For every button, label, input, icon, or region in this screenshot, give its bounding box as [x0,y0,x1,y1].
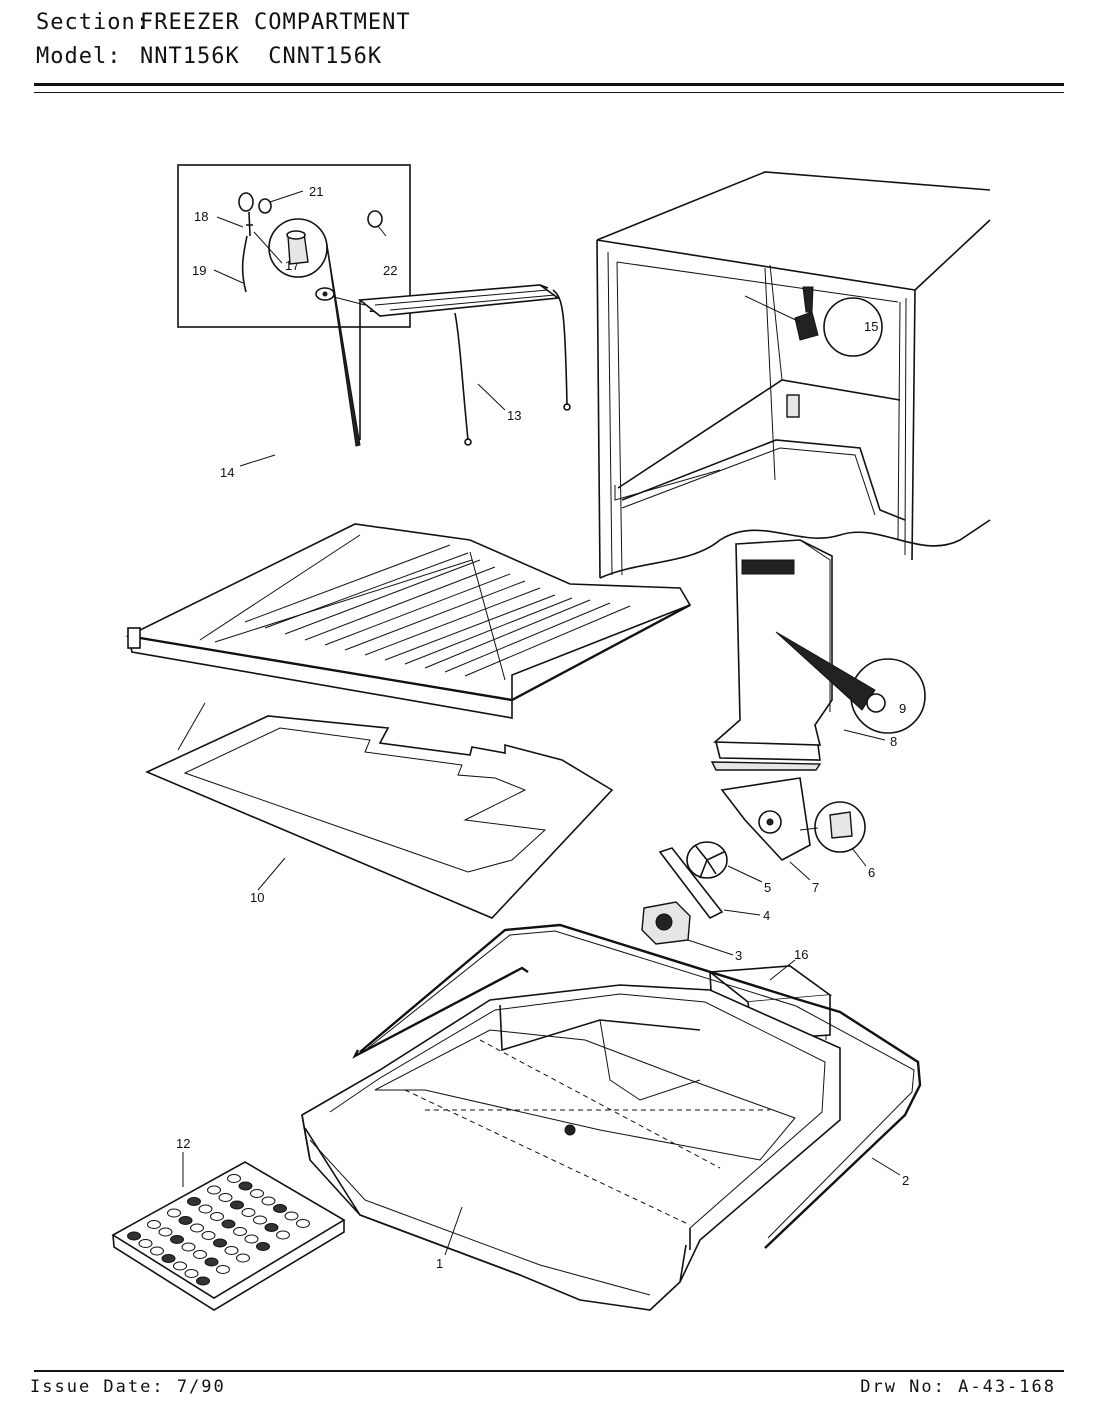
callout-10: 10 [250,890,264,905]
ice-tray-cells [127,1174,310,1286]
header-rule-thin [34,92,1064,93]
callout-7: 7 [812,880,819,895]
ice-cell [170,1235,184,1244]
ice-cell [253,1215,267,1225]
ice-cell [190,1223,204,1233]
ice-cell [216,1265,230,1274]
section-row: Section:FREEZER COMPARTMENT [36,10,411,35]
ice-cell [256,1242,270,1251]
part-11-shelf: 11 [125,523,692,773]
ice-cell [221,1219,236,1229]
part-4-bracket [658,847,724,920]
callout-12: 12 [176,1136,190,1151]
ice-cell [276,1230,290,1240]
ice-cell [193,1250,207,1259]
ice-cell [236,1253,250,1263]
model-value: NNT156K CNNT156K [140,44,383,69]
ice-cell [244,1234,259,1244]
ice-cell [201,1231,216,1240]
ice-cell [284,1211,299,1221]
ice-cell [230,1200,244,1210]
part-1-pan: 1 [301,984,841,1311]
ice-cell [158,1227,173,1237]
ice-cell [207,1185,221,1195]
callout-3: 3 [735,948,742,963]
ice-cell [178,1216,193,1225]
ice-cell [181,1242,196,1252]
fan-motor-assembly: 5 4 3 [641,841,771,963]
bulb-socket-part [238,192,383,301]
part-7-bracket: 7 6 [720,777,875,895]
ice-cell [167,1208,181,1218]
freezer-cabinet: 15 [596,171,991,579]
ice-cell [273,1204,287,1213]
ice-cell [138,1239,153,1248]
ice-cell [233,1227,247,1236]
callout-14: 14 [220,465,234,480]
part-8-duct: 8 9 [710,539,926,771]
callout-22: 22 [383,263,397,278]
ice-cell [224,1246,239,1255]
drawing-number: Drw No: A-43-168 [860,1377,1056,1397]
model-row: Model: NNT156K CNNT156K [36,44,382,69]
part-14-grommet: 14 [220,218,361,480]
ice-cell [250,1189,264,1198]
section-label: Section: [36,10,150,35]
callout-2: 2 [902,1173,909,1188]
callout-13: 13 [507,408,521,423]
part-13-cover: 13 [357,284,571,446]
callout-15: 15 [864,319,878,334]
footer-rule [34,1370,1064,1372]
header-rule-thick [34,83,1064,86]
issue-date: Issue Date: 7/90 [30,1377,226,1397]
ice-cell [296,1219,310,1228]
callout-21: 21 [309,184,323,199]
callout-8: 8 [890,734,897,749]
ice-cell [238,1181,253,1191]
ice-cell [264,1223,279,1232]
ice-cell [161,1254,176,1263]
ice-cell [210,1212,224,1221]
ice-cell [261,1196,276,1206]
ice-cell [241,1208,256,1217]
callout-1: 1 [436,1256,443,1271]
part-10-panel: 10 [145,715,614,919]
ice-cell [213,1238,227,1248]
part-12-ice-tray: 12 [111,1136,346,1311]
ice-cell [173,1261,187,1271]
callout-4: 4 [763,908,770,923]
ice-cell [227,1174,241,1183]
ice-cell [196,1276,210,1286]
callout-5: 5 [764,880,771,895]
model-label: Model: [36,44,122,69]
ice-cell [204,1257,219,1267]
callout-16: 16 [794,947,808,962]
section-value: FREEZER COMPARTMENT [140,10,411,35]
ice-cell [218,1193,233,1202]
callout-19: 19 [192,263,206,278]
part-2-trim: 2 [352,923,922,1249]
ice-cell [184,1269,199,1278]
inset-frame [177,164,411,328]
part-5-fan-blade [686,841,728,879]
ice-cell [147,1220,161,1229]
callout-18: 18 [194,209,208,224]
ice-cell [150,1246,164,1256]
ice-cell [198,1204,213,1214]
ice-cell [127,1231,141,1241]
callout-9: 9 [899,701,906,716]
callout-6: 6 [868,865,875,880]
ice-cell [187,1197,201,1206]
